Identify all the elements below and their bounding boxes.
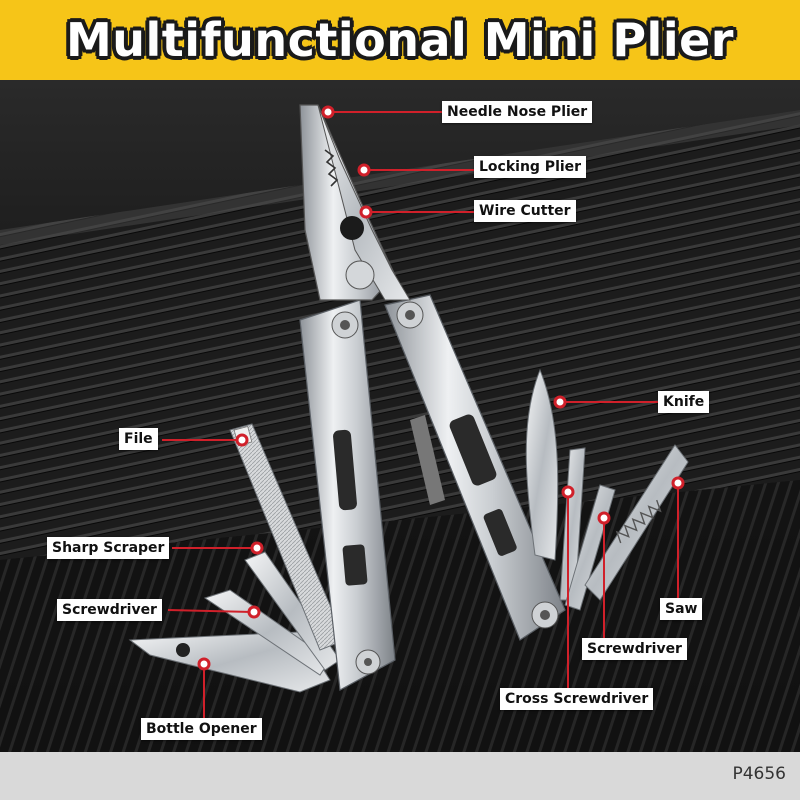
callout-saw: Saw [660,598,703,620]
callout-sharp-scraper: Sharp Scraper [47,537,170,559]
callout-knife: Knife [658,391,710,413]
title-banner: Multifunctional Mini Plier [0,0,800,80]
knife-blade [525,368,559,561]
callout-wire-cutter: Wire Cutter [474,200,576,222]
callout-lines [162,111,679,721]
callout-locking-plier: Locking Plier [474,156,587,178]
right-handle [384,294,566,641]
footer-bar: P4656 [0,752,800,800]
product-title: Multifunctional Mini Plier [66,13,734,67]
plier-photo [0,80,800,752]
saw-blade [584,444,689,601]
callout-bottle-opener: Bottle Opener [141,718,262,740]
callout-needle-nose-plier: Needle Nose Plier [442,101,593,123]
plier-jaws [299,104,411,301]
left-handle [299,299,396,691]
callout-file: File [119,428,158,450]
callout-dots [197,105,685,671]
product-sku: P4656 [732,764,786,784]
callout-screwdriver-right: Screwdriver [582,638,687,660]
callout-screwdriver-left: Screwdriver [57,599,162,621]
callout-cross-screwdriver: Cross Screwdriver [500,688,654,710]
